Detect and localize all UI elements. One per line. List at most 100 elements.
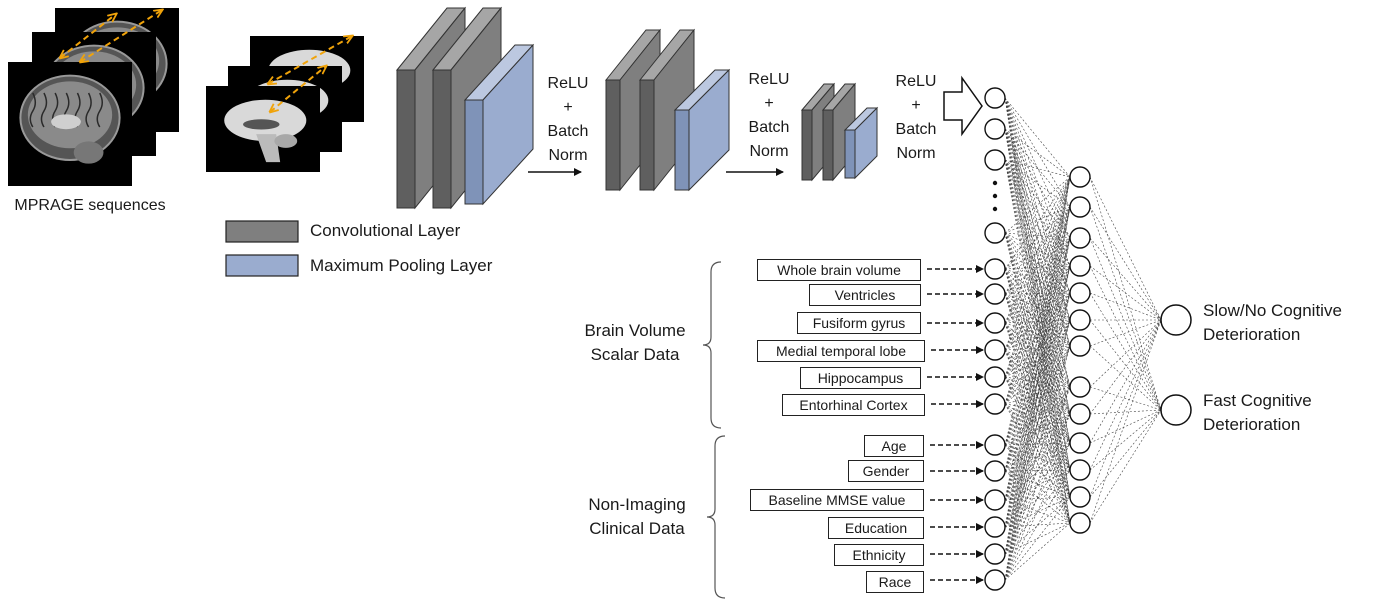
connection-line [1004, 292, 1071, 446]
connection-line [1004, 159, 1071, 471]
connection-line [1089, 319, 1162, 524]
connection-line [1004, 237, 1071, 501]
input-node [984, 543, 1006, 565]
pool-block-1 [463, 43, 535, 206]
connection-line [1089, 176, 1162, 321]
feature-baseline-mmse: Baseline MMSE value [750, 489, 924, 511]
connection-line [1004, 232, 1071, 239]
connection-line [1089, 409, 1162, 471]
dense-connections [1004, 97, 1162, 581]
connection-line [1004, 159, 1071, 498]
connection-line [1004, 268, 1071, 471]
ellipsis-dot [992, 193, 998, 199]
connection-line [1004, 496, 1071, 555]
connection-line [1004, 206, 1071, 528]
pool-block-2 [673, 68, 731, 192]
block-front-face [844, 129, 856, 179]
connection-line [1004, 128, 1071, 294]
group-label-clinical: Non-Imaging Clinical Data [562, 493, 712, 541]
block-front-face [801, 109, 813, 181]
block-front-face [674, 109, 690, 191]
connection-line [1004, 176, 1071, 581]
feature-medial-temporal-lobe: Medial temporal lobe [757, 340, 925, 362]
connection-line [1004, 268, 1071, 294]
batch-text: Batch [895, 121, 937, 138]
connection-line [1004, 319, 1071, 555]
cerebellum [73, 141, 104, 164]
group-label-brain-volume: Brain Volume Scalar Data [560, 319, 710, 367]
connection-line [1004, 265, 1071, 405]
connection-line [1089, 319, 1162, 388]
connection-line [1004, 345, 1071, 581]
connection-line [1004, 442, 1071, 501]
connection-line [1004, 237, 1071, 351]
connection-line [1004, 176, 1071, 405]
plus-text: + [911, 97, 921, 114]
connection-line [1004, 128, 1071, 471]
connection-line [1089, 319, 1162, 411]
connection-line [1004, 97, 1071, 415]
group-line2: Scalar Data [590, 345, 680, 364]
connection-line [1004, 159, 1071, 347]
flatten-arrow [943, 75, 983, 137]
connection-line [1004, 265, 1071, 555]
connection-line [1004, 293, 1071, 498]
ventricle [243, 119, 280, 130]
connection-line [1004, 522, 1071, 528]
legend-pool-swatch [225, 254, 299, 277]
batch-text: Batch [547, 123, 589, 140]
block-front-face [464, 99, 484, 205]
connection-line [1004, 176, 1071, 528]
bracket-clinical [706, 435, 726, 599]
connection-line [1089, 265, 1162, 321]
connection-line [1004, 232, 1071, 415]
sulcus-line [29, 92, 37, 128]
connection-line [1089, 409, 1162, 524]
connection-line [1004, 376, 1071, 524]
connection-line [1004, 376, 1071, 444]
hidden-node [1069, 255, 1091, 277]
feature-whole-brain-volume: Whole brain volume [757, 259, 921, 281]
feature-entorhinal-cortex: Entorhinal Cortex [782, 394, 925, 416]
pool-block-3 [843, 106, 879, 180]
connection-line [1089, 292, 1162, 411]
connection-line [1089, 409, 1162, 415]
block-front-face [396, 69, 416, 209]
connection-line [1004, 469, 1071, 528]
connection-line [1004, 97, 1071, 208]
hidden-node [1069, 309, 1091, 331]
relu-text: ReLU [895, 73, 937, 90]
output-label-slow: Slow/No Cognitive Deterioration [1203, 299, 1342, 347]
connection-line [1004, 268, 1071, 347]
output-line2: Deterioration [1203, 325, 1301, 344]
feature-race: Race [866, 571, 924, 593]
slice-arrow-4 [268, 36, 352, 84]
connection-line [1004, 97, 1071, 388]
input-node [984, 366, 1006, 388]
output-line1: Slow/No Cognitive [1203, 301, 1342, 320]
connection-line [1089, 409, 1162, 444]
connection-line [1004, 159, 1071, 178]
connection-line [1004, 386, 1071, 446]
slice-arrow-2 [80, 10, 162, 62]
hidden-node [1069, 486, 1091, 508]
relu-batchnorm-label-3: ReLU + Batch Norm [884, 70, 948, 166]
connection-line [1004, 293, 1071, 347]
connection-line [1004, 159, 1071, 267]
block-front-face [432, 69, 452, 209]
connection-line [1004, 444, 1071, 524]
hidden-node [1069, 282, 1091, 304]
output-node-slow [1160, 304, 1192, 336]
connection-line [1004, 159, 1071, 208]
connection-line [1089, 206, 1162, 411]
bracket-brain-volume [702, 261, 722, 429]
connection-line [1004, 386, 1071, 501]
input-node [984, 460, 1006, 482]
connection-line [1004, 97, 1071, 178]
ellipsis-dot [992, 180, 998, 186]
block-front-face [822, 109, 834, 181]
feature-ventricles: Ventricles [809, 284, 921, 306]
connection-line [1004, 128, 1071, 239]
connection-line [1004, 345, 1071, 405]
